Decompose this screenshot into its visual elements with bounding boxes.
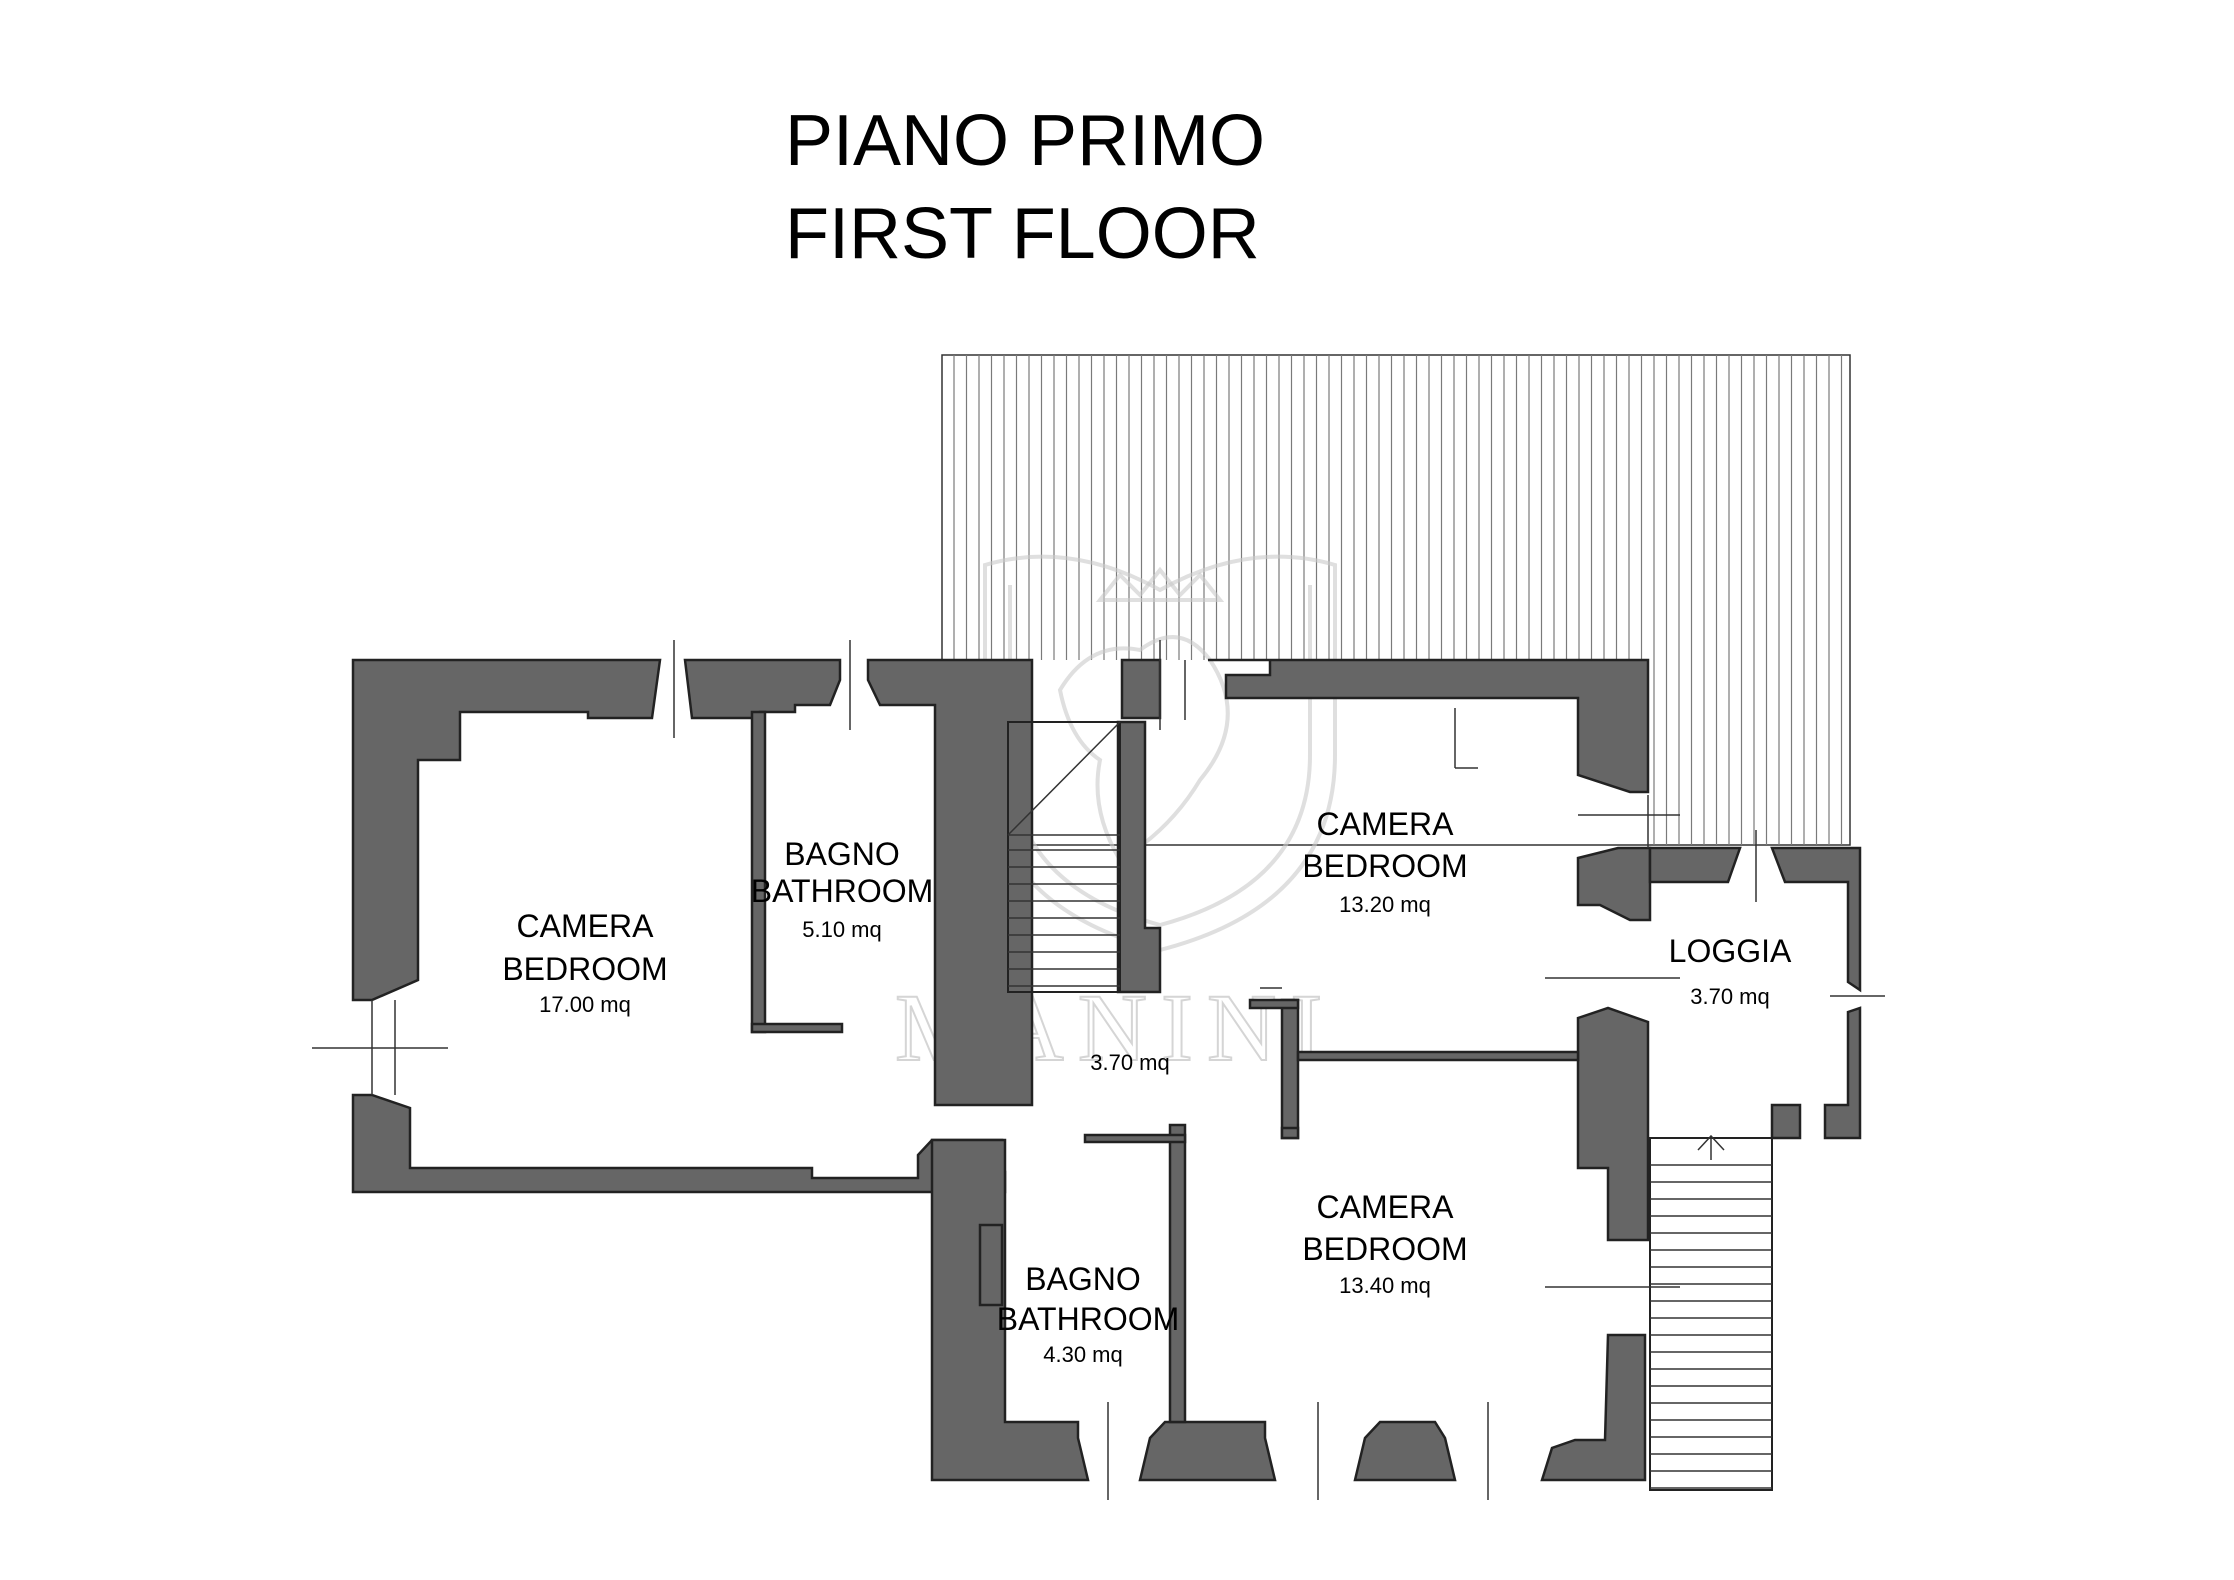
room-bedroom-large: CAMERA BEDROOM 17.00 mq — [502, 908, 667, 1017]
room-label: LOGGIA — [1669, 933, 1792, 969]
room-area: 3.70 mq — [1690, 984, 1770, 1009]
room-bedroom-upper-right: CAMERA BEDROOM 13.20 mq — [1302, 806, 1467, 917]
terrace-hatching — [941, 354, 1851, 846]
staircase-upper — [1007, 721, 1121, 993]
stair-exterior-steps — [1650, 1164, 1772, 1489]
room-area: 5.10 mq — [802, 917, 882, 942]
room-label-english: BEDROOM — [1302, 848, 1467, 884]
room-bedroom-lower-right: CAMERA BEDROOM 13.40 mq — [1302, 1189, 1467, 1298]
watermark-crest-icon — [983, 554, 1337, 953]
room-label-english: BATHROOM — [751, 873, 934, 909]
room-area: 13.20 mq — [1339, 892, 1431, 917]
plan-title-english: FIRST FLOOR — [785, 194, 1260, 274]
room-area: 17.00 mq — [539, 992, 631, 1017]
staircase-exterior — [1649, 1134, 1773, 1491]
room-label-italian: BAGNO — [1025, 1261, 1141, 1297]
room-label-italian: CAMERA — [517, 908, 655, 944]
room-hall: 3.70 mq — [1090, 1050, 1170, 1075]
room-label-english: BATHROOM — [997, 1301, 1180, 1337]
room-label-english: BEDROOM — [1302, 1231, 1467, 1267]
room-area: 4.30 mq — [1043, 1342, 1123, 1367]
room-bathroom-upper: BAGNO BATHROOM 5.10 mq — [751, 836, 934, 942]
room-label-italian: CAMERA — [1317, 1189, 1455, 1225]
room-area: 13.40 mq — [1339, 1273, 1431, 1298]
room-label-italian: CAMERA — [1317, 806, 1455, 842]
stair-upper-steps — [1008, 849, 1120, 987]
room-label-english: BEDROOM — [502, 951, 667, 987]
walls — [351, 658, 1862, 1482]
room-bathroom-lower: BAGNO BATHROOM 4.30 mq — [997, 1261, 1180, 1367]
room-area: 3.70 mq — [1090, 1050, 1170, 1075]
room-label-italian: BAGNO — [784, 836, 900, 872]
room-loggia: LOGGIA 3.70 mq — [1669, 933, 1792, 1009]
window-markers — [312, 640, 1885, 1500]
plan-title-italian: PIANO PRIMO — [785, 101, 1265, 181]
